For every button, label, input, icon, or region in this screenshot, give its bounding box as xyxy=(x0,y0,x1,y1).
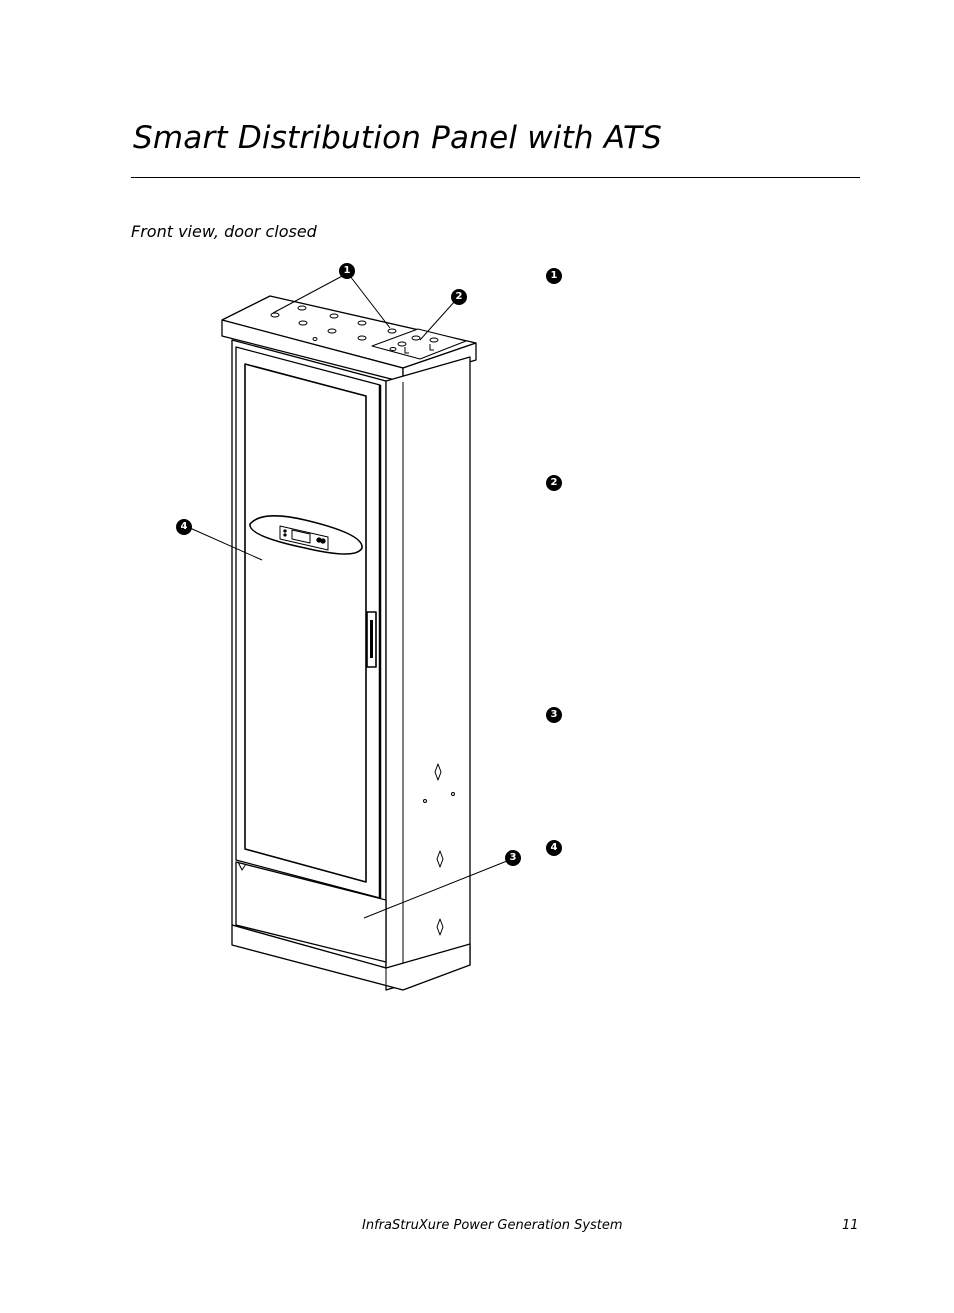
legend-marker-2: 2 xyxy=(546,475,562,491)
legend-marker-1: 1 xyxy=(546,268,562,284)
callout-leaders xyxy=(189,273,508,919)
title-rule xyxy=(131,177,860,178)
figure-callout-2: 2 xyxy=(451,289,467,305)
page-title: Smart Distribution Panel with ATS xyxy=(133,120,662,156)
legend-marker-3: 3 xyxy=(546,707,562,723)
footer-document-title: InfraStruXure Power Generation System xyxy=(362,1218,623,1233)
legend-marker-4: 4 xyxy=(546,840,562,856)
side-knockouts xyxy=(423,763,455,936)
cabinet-right-side xyxy=(385,356,471,991)
figure-callout-4: 4 xyxy=(176,519,192,535)
top-cover-plate xyxy=(371,328,467,360)
section-subheading: Front view, door closed xyxy=(131,222,317,241)
page-number: 11 xyxy=(842,1218,859,1233)
figure-callout-1: 1 xyxy=(339,263,355,279)
door-window xyxy=(244,363,367,883)
figure-callout-3: 3 xyxy=(505,850,521,866)
lower-access-panel xyxy=(235,861,387,963)
